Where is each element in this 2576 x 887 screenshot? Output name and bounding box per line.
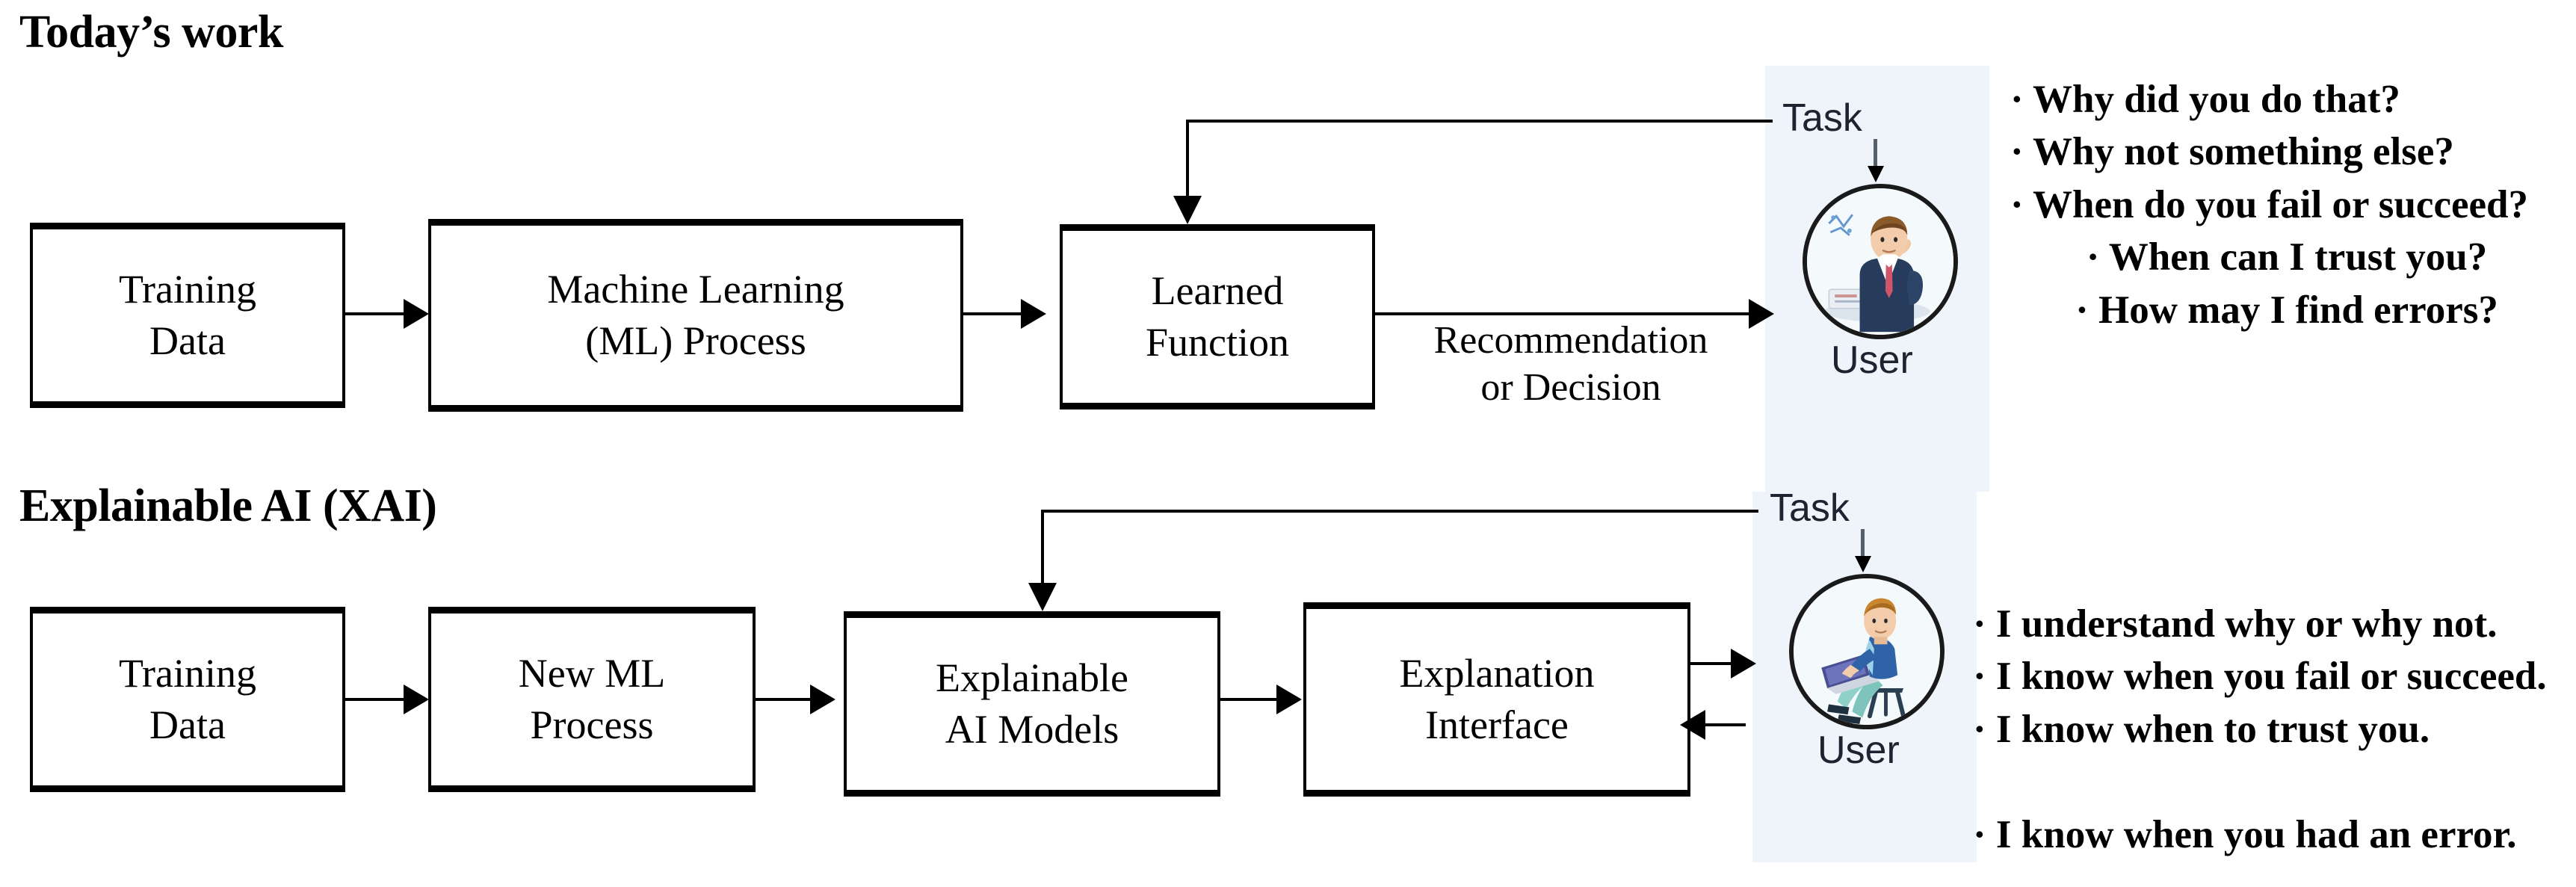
box-line: Data <box>149 702 226 747</box>
box-line: Interface <box>1425 702 1569 747</box>
arrow-head-lf-to-user <box>1749 299 1774 329</box>
arrow-shaft-newml-to-xaimodels <box>756 698 812 701</box>
arrow-head-ml-to-lf <box>1021 299 1046 329</box>
box-new-ml-process: New ML Process <box>428 607 756 792</box>
section-title-today: Today’s work <box>19 7 283 58</box>
arrow-shaft-task-bottom-horizontal <box>1041 510 1758 513</box>
list-item: · I know when you fail or succeed. <box>1973 655 2547 699</box>
arrow-head-task-to-user-bottom <box>1855 556 1871 572</box>
arrow-head-td-to-newml <box>404 684 429 714</box>
section-title-xai: Explainable AI (XAI) <box>19 480 437 531</box>
box-line: Function <box>1145 320 1289 365</box>
arrow-head-user-to-interface <box>1680 710 1705 740</box>
person-with-laptop-icon <box>1794 578 1940 725</box>
box-line: Explainable <box>936 655 1128 700</box>
list-item: · I know when to trust you. <box>1973 707 2430 751</box>
arrow-shaft-td-to-newml <box>345 698 405 701</box>
arrow-head-interface-to-user <box>1731 649 1756 679</box>
box-line: Data <box>149 318 226 363</box>
box-explanation-interface: Explanation Interface <box>1303 602 1690 797</box>
list-item: · When can I trust you? <box>2086 235 2488 279</box>
edge-label-line: Recommendation <box>1433 319 1708 362</box>
box-ml-process: Machine Learning (ML) Process <box>428 219 963 412</box>
box-learned-function: Learned Function <box>1060 224 1375 409</box>
list-item: · When do you fail or succeed? <box>2010 182 2528 226</box>
list-item: · Why not something else? <box>2010 130 2454 174</box>
user-questions-list: · Why did you do that? · Why not somethi… <box>2010 73 2563 336</box>
arrow-head-task-bottom <box>1028 583 1057 611</box>
arrow-shaft-task-to-user-top <box>1874 139 1877 172</box>
task-label-top: Task <box>1782 96 1862 140</box>
arrow-shaft-task-to-user-bottom <box>1861 529 1865 562</box>
box-line: New ML <box>518 650 666 696</box>
box-line: Machine Learning <box>547 266 844 312</box>
task-label-bottom: Task <box>1770 486 1850 530</box>
box-line: Learned <box>1151 268 1284 313</box>
arrow-shaft-xaimodels-to-interface <box>1220 698 1279 701</box>
list-item: · I understand why or why not. <box>1973 602 2498 646</box>
businessman-thinking-icon <box>1807 188 1953 335</box>
user-label-bottom: User <box>1817 729 1900 772</box>
arrow-shaft-task-top-horizontal <box>1186 120 1773 123</box>
arrow-head-task-top <box>1173 196 1202 224</box>
list-item: · How may I find errors? <box>2075 288 2498 332</box>
box-line: (ML) Process <box>585 318 806 363</box>
box-line: Explanation <box>1399 650 1595 696</box>
box-line: Training <box>118 650 257 696</box>
arrow-head-task-to-user-top <box>1868 166 1884 182</box>
user-label-top: User <box>1831 339 1913 382</box>
list-item: · I know when you had an error. <box>1973 812 2517 856</box>
arrow-shaft-lf-to-user <box>1375 312 1753 315</box>
edge-label-recommendation: Recommendation or Decision <box>1384 317 1758 412</box>
edge-label-line: or Decision <box>1480 366 1661 409</box>
box-training-data-top: Training Data <box>30 223 345 408</box>
arrow-head-newml-to-xaimodels <box>810 684 835 714</box>
arrow-shaft-ml-to-lf <box>963 312 1023 315</box>
arrow-head-xaimodels-to-interface <box>1276 684 1302 714</box>
user-circle-bottom <box>1789 574 1945 729</box>
arrow-shaft-user-to-interface <box>1701 723 1746 726</box>
arrow-shaft-task-bottom-vertical <box>1041 510 1044 587</box>
list-item: · Why did you do that? <box>2010 78 2400 121</box>
box-training-data-bottom: Training Data <box>30 607 345 792</box>
arrow-shaft-td-to-ml <box>345 312 405 315</box>
box-line: AI Models <box>945 707 1119 752</box>
user-understanding-list: · I understand why or why not. · I know … <box>1973 598 2563 861</box>
box-line: Training <box>118 266 257 312</box>
arrow-head-td-to-ml <box>404 299 429 329</box>
box-explainable-ai-models: Explainable AI Models <box>844 611 1220 797</box>
user-circle-top <box>1803 184 1958 339</box>
arrow-shaft-interface-to-user <box>1690 662 1734 665</box>
box-line: Process <box>530 702 654 747</box>
arrow-shaft-task-top-vertical <box>1186 120 1189 202</box>
